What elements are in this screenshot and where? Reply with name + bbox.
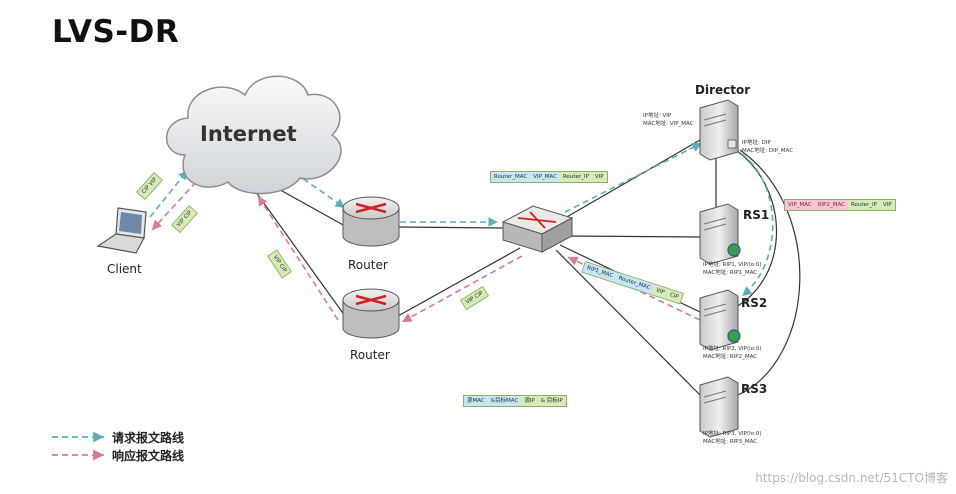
rs3-server-icon [699, 376, 739, 438]
director-ip-dip: IP地址: DIP [742, 140, 771, 146]
rs1-server-icon [699, 203, 741, 265]
rs3-ip: IP地址: RIP3, VIP(lo:0) [703, 431, 762, 437]
rs1-mac: MAC地址: RIP1_MAC [703, 270, 758, 276]
rs2-server-icon [699, 289, 741, 351]
legend-packet-tag: 源MAC &目标MAC 源IP & 目标IP [463, 395, 567, 407]
director-label: Director [695, 83, 751, 97]
rs3-label: RS3 [741, 382, 768, 396]
legend-response-label: 响应报文路线 [112, 449, 185, 463]
internet-label: Internet [200, 122, 297, 146]
router-icon-top [342, 196, 400, 247]
packet-to-rs2-tag: VIP_MAC RIP2_MAC Router_IP VIP [784, 199, 896, 211]
page-title: LVS-DR [52, 14, 180, 50]
director-mac-dip: MAC地址: DIP_MAC [742, 148, 794, 154]
switch-icon [501, 205, 574, 253]
router-bottom-label: Router [350, 348, 390, 362]
rs1-ip: IP地址: RIP1, VIP(lo:0) [703, 262, 762, 268]
router-icon-bottom [342, 288, 400, 339]
network-links [247, 139, 801, 396]
director-ip-vip: IP地址: VIP [643, 113, 672, 119]
watermark: https://blog.csdn.net/51CTO博客 [755, 471, 948, 485]
rs2-mac: MAC地址: RIP2_MAC [703, 354, 758, 360]
rs1-label: RS1 [743, 208, 770, 222]
rs3-mac: MAC地址: RIP3_MAC [703, 439, 758, 445]
director-mac-vip: MAC地址: VIP_MAC [643, 121, 694, 127]
rs2-label: RS2 [741, 296, 768, 310]
packet-to-director-tag: Router_MAC VIP_MAC Router_IP VIP [490, 171, 608, 183]
director-server-icon [699, 99, 739, 161]
laptop-icon [96, 207, 147, 254]
router-top-label: Router [348, 258, 388, 272]
internet-cloud [165, 75, 342, 195]
legend-request-label: 请求报文路线 [112, 431, 185, 445]
client-label: Client [107, 262, 142, 276]
rs2-ip: IP地址: RIP2, VIP(lo:0) [703, 346, 762, 352]
